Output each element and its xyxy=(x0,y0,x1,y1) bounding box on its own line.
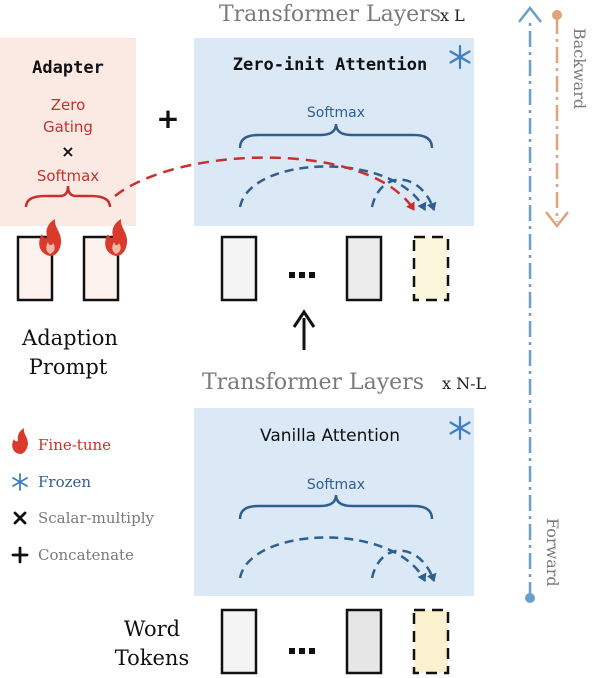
upper-stack-multiplier: x L xyxy=(440,6,465,25)
lower-token-1 xyxy=(220,608,258,675)
lower-attention-arrow-long xyxy=(238,536,427,582)
zero-init-attention-label: Zero-init Attention xyxy=(233,55,427,75)
upper-stack-title: Transformer Layers xyxy=(219,2,441,27)
upper-token-1 xyxy=(220,235,258,302)
upper-attention-arrow-short xyxy=(370,178,437,211)
upper-softmax-brace xyxy=(238,123,434,149)
ellipsis-dots xyxy=(289,648,315,654)
vanilla-attention-label: Vanilla Attention xyxy=(260,426,400,446)
upper-softmax-label: Softmax xyxy=(307,105,365,121)
flame-icon xyxy=(39,219,62,256)
legend: Fine-tune Frozen Scalar-multiply Concate… xyxy=(11,428,155,564)
gating-arrow xyxy=(114,156,416,211)
snowflake-icon xyxy=(449,44,471,70)
lower-new-token xyxy=(412,608,450,675)
upper-new-token xyxy=(412,235,450,302)
lower-stack-title: Transformer Layers xyxy=(202,370,424,395)
forward-label: Forward xyxy=(543,518,562,587)
legend-frozen: Frozen xyxy=(38,473,91,491)
word-tokens-label-line1: Word xyxy=(124,617,180,641)
up-arrow xyxy=(292,309,316,350)
plus-icon xyxy=(11,546,29,564)
lower-token-n xyxy=(345,608,383,675)
legend-concatenate: Concatenate xyxy=(38,546,134,564)
adapter-panel xyxy=(0,38,136,226)
adapter-brace xyxy=(24,185,112,208)
forward-arrow xyxy=(518,5,542,603)
word-tokens-label-line2: Tokens xyxy=(115,646,189,670)
adapter-gating: Gating xyxy=(43,118,93,136)
upper-token-n xyxy=(345,235,383,302)
lower-attention-arrow-short xyxy=(370,549,437,582)
adapter-times-symbol: × xyxy=(61,142,74,161)
lower-softmax-label: Softmax xyxy=(307,477,365,493)
adaption-prompt-label-line1: Adaption xyxy=(21,326,118,350)
lower-stack-multiplier: x N-L xyxy=(442,374,487,393)
upper-attention-arrow-long xyxy=(238,165,427,211)
legend-scalar-multiply: Scalar-multiply xyxy=(38,509,155,527)
adaption-prompt-label-line2: Prompt xyxy=(29,355,108,379)
backward-label: Backward xyxy=(570,28,589,109)
adapter-title: Adapter xyxy=(32,58,104,78)
snowflake-icon xyxy=(449,415,471,441)
ellipsis-dots xyxy=(289,272,315,278)
flame-icon xyxy=(105,219,128,256)
flame-icon xyxy=(12,428,28,454)
concat-plus: + xyxy=(156,102,179,135)
adapter-zero: Zero xyxy=(51,96,86,114)
lower-softmax-brace xyxy=(238,494,434,520)
adapter-softmax: Softmax xyxy=(37,167,99,185)
legend-fine-tune: Fine-tune xyxy=(38,436,111,454)
backward-arrow xyxy=(545,10,569,229)
times-icon xyxy=(13,511,27,525)
snowflake-icon xyxy=(12,473,28,491)
